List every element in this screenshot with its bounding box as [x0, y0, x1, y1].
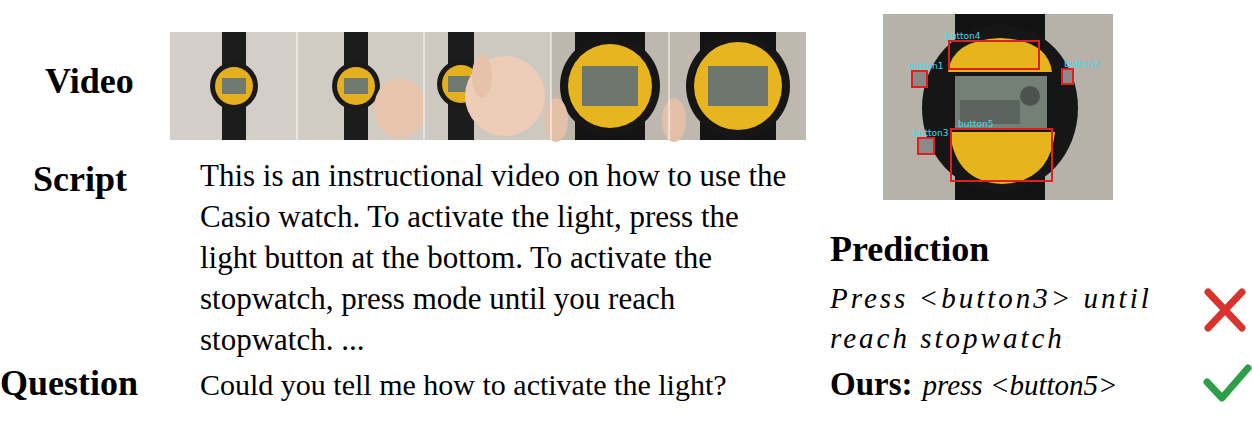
row-heading: Question — [0, 362, 138, 404]
row-heading: Script — [33, 158, 127, 200]
detection-label: button4 — [945, 31, 980, 41]
ours-heading: Ours: — [830, 364, 913, 404]
detection-box: button2 — [1061, 68, 1074, 85]
detection-box: button3 — [917, 137, 935, 155]
ours-answer: press <button5> — [923, 365, 1118, 405]
detection-label: button1 — [908, 61, 943, 71]
detection-box: button4 — [948, 40, 1040, 70]
video-strip — [170, 32, 806, 142]
correct-mark — [1207, 368, 1248, 398]
watch-photo — [883, 14, 1113, 200]
prediction-text: Press <button3> until reach stopwatch — [830, 278, 1195, 358]
detection-label: button2 — [1064, 59, 1099, 69]
row-heading: Video — [45, 60, 134, 102]
detection-box: button5 — [950, 128, 1053, 182]
detection-label: button5 — [958, 119, 993, 129]
script-text: This is an instructional video on how to… — [200, 155, 800, 360]
wrong-mark — [1208, 292, 1242, 328]
question-text: Could you tell me how to activate the li… — [200, 366, 727, 404]
detection-box: button1 — [911, 70, 928, 88]
section-heading: Prediction — [830, 228, 989, 270]
detection-label: button3 — [913, 128, 948, 138]
